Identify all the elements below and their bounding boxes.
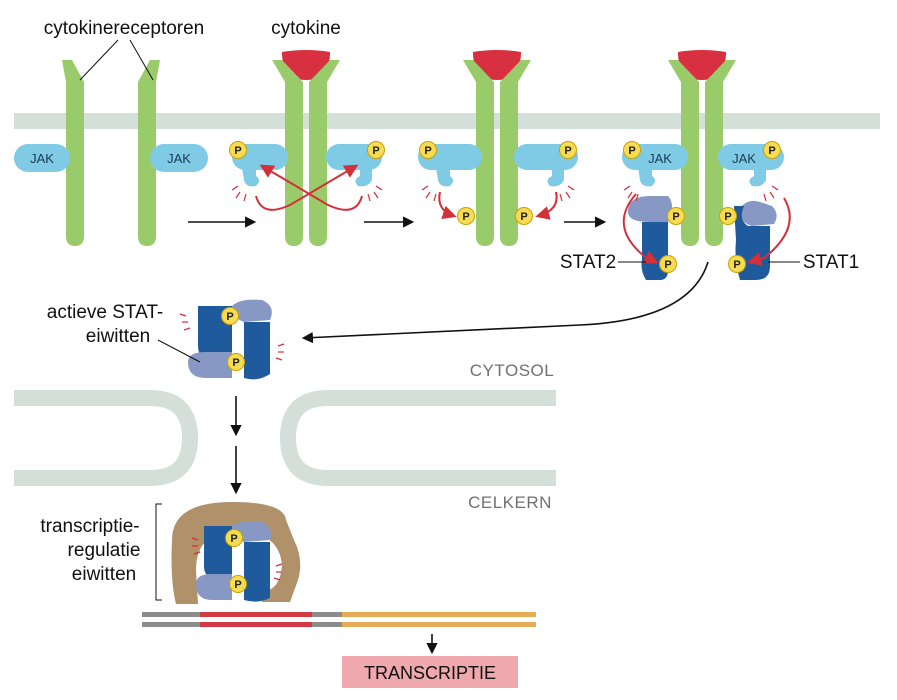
transcription-complex: [171, 502, 301, 604]
nucleus-label: CELKERN: [468, 493, 552, 512]
jak-4-right-lobe: [749, 168, 766, 187]
tr-label-3: eiwitten: [72, 564, 136, 585]
phosphate-4a: [623, 141, 641, 159]
phosphate-stat1: [728, 255, 746, 273]
phosphate-3c: [457, 207, 475, 225]
active-stat-label-1: actieve STAT-: [47, 302, 164, 323]
activity-rays-2: [231, 185, 383, 202]
tr-label-1: transcriptie-: [40, 516, 139, 537]
phosphate-4c: [667, 207, 685, 225]
cytokine-4: [678, 50, 726, 80]
stat2-light: [628, 196, 672, 222]
cytokine-3: [473, 50, 521, 80]
stage-4-stat-recruitment: JAK JAK STAT2 STAT1: [560, 50, 859, 280]
translocation-arrow: [301, 261, 709, 344]
stat2-label: STAT2: [560, 252, 616, 273]
phosphate-2b: [367, 141, 385, 159]
activity-rays-4: [623, 185, 779, 202]
nuclear-envelope-left: [14, 390, 199, 486]
jak-2-right-lobe: [355, 168, 372, 187]
cytokine-label: cytokine: [271, 18, 341, 39]
transcription-box: [342, 656, 518, 688]
jak-2-left-lobe: [242, 168, 259, 187]
active-stat-label-2: eiwitten: [86, 326, 150, 347]
jak-right: [150, 144, 208, 172]
receptor-left: [62, 60, 84, 246]
nuclear-envelope-right: [279, 390, 556, 486]
phos-arrow-3a: [438, 191, 457, 220]
stat-phos-arrow-left: [622, 193, 659, 264]
cell-membrane: [14, 113, 880, 129]
activity-rays-3: [421, 185, 575, 202]
stage-2-cytokine-binding: cytokine: [229, 18, 385, 246]
cytokine-2: [282, 50, 330, 80]
jak-3-left-lobe: [436, 168, 453, 187]
receptor-right: [138, 60, 160, 246]
stat1-label: STAT1: [803, 252, 859, 273]
phosphate-3b: [559, 141, 577, 159]
jak-4-left-lobe: [638, 168, 655, 187]
active-stat-dimer: [179, 299, 285, 380]
phosphate-3d: [515, 207, 533, 225]
stat1-light: [739, 200, 777, 226]
dna-double-strand: [142, 612, 536, 627]
jak-right-label: JAK: [167, 151, 191, 166]
phosphate-3a: [419, 141, 437, 159]
jak-left: [14, 144, 70, 172]
jak-3-right-lobe: [547, 168, 564, 187]
transphos-arrow-2: [259, 164, 363, 211]
active-stat-pointer: [157, 339, 201, 363]
jak-4-right-label: JAK: [732, 151, 756, 166]
stage-3-receptor-phosphorylation: [418, 50, 578, 246]
receptors-label: cytokinereceptoren: [44, 18, 205, 39]
receptor-2-left: [272, 60, 303, 246]
transphos-arrow-1: [255, 164, 359, 211]
phos-arrow-3b: [535, 191, 558, 220]
tr-label-2: regulatie: [68, 540, 141, 561]
tr-bracket: [155, 503, 162, 601]
phosphate-2a: [229, 141, 247, 159]
phosphate-4b: [763, 141, 781, 159]
transcription-label: TRANSCRIPTIE: [364, 663, 496, 683]
receptors-pointer-right: [129, 39, 154, 81]
cytosol-label: CYTOSOL: [470, 361, 554, 380]
stage-1-receptors: JAK JAK cytokinereceptoren: [14, 18, 208, 246]
phosphate-stat2: [659, 255, 677, 273]
phosphate-4d: [719, 207, 737, 225]
stat-phos-arrow-right: [747, 197, 791, 266]
jak-4-left-label: JAK: [648, 151, 672, 166]
receptors-pointer-left: [79, 39, 119, 81]
jak-left-label: JAK: [30, 151, 54, 166]
